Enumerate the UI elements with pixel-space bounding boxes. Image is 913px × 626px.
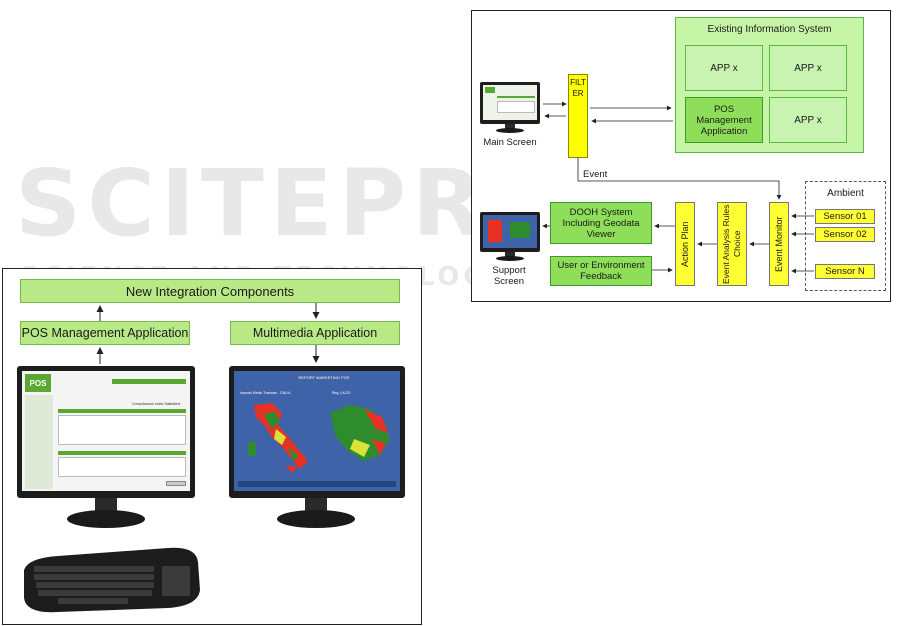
multimedia-monitor-screen: REPORT MARKETING POS Importo Medio Trans… [234,371,400,491]
pos-logo: POS [25,374,51,392]
ambient-box [805,181,886,291]
app-x-2: APP x [769,45,847,91]
filter-box [568,74,588,158]
sensor-n-box: Sensor N [815,264,875,279]
event-analysis-box [717,202,747,286]
user-environment-feedback-box: User or Environment Feedback [550,256,652,286]
sensor-01-box: Sensor 01 [815,209,875,224]
pos-management-app-box: POS Management Application [20,321,190,345]
multimedia-map-right-title: Reg. LAZIO [332,391,351,395]
event-monitor-box [769,202,789,286]
pos-monitor: POS Consultazione Indici Statistiche [17,366,195,534]
sensor-02-box: Sensor 02 [815,227,875,242]
lazio-map [330,405,390,461]
action-plan-label: Action Plan [680,221,690,267]
event-analysis-label: Event Analysis Rules Choice [721,204,742,284]
existing-info-system-label: Existing Information System [707,24,832,35]
pos-mgmt-app-box: POS Management Application [685,97,763,143]
support-screen-label: Support Screen [492,265,526,287]
ambient-label: Ambient [827,188,864,199]
action-plan-box [675,202,695,286]
app-x-1: APP x [685,45,763,91]
multimedia-app-box: Multimedia Application [230,321,400,345]
support-screen-monitor [480,212,540,264]
event-monitor-label: Event Monitor [774,216,784,272]
main-screen-label: Main Screen [483,137,537,148]
filter-label: FILTER [570,78,586,98]
main-screen-monitor [480,82,540,134]
multimedia-screen-heading: REPORT MARKETING POS [298,375,350,380]
new-integration-components-box: New Integration Components [20,279,400,303]
keyboard-image [24,547,200,613]
dooh-system-box: DOOH System Including Geodata Viewer [550,202,652,244]
italy-map [248,403,308,473]
left-arrows [96,303,320,364]
multimedia-monitor: REPORT MARKETING POS Importo Medio Trans… [229,366,405,534]
multimedia-map-left-title: Importo Medio Transato - ITALIA [240,391,291,395]
pos-screen-heading: Consultazione Indici Statistiche [132,402,181,406]
pos-monitor-screen: POS Consultazione Indici Statistiche [22,371,190,491]
event-label: Event [583,169,608,180]
app-x-3: APP x [769,97,847,143]
